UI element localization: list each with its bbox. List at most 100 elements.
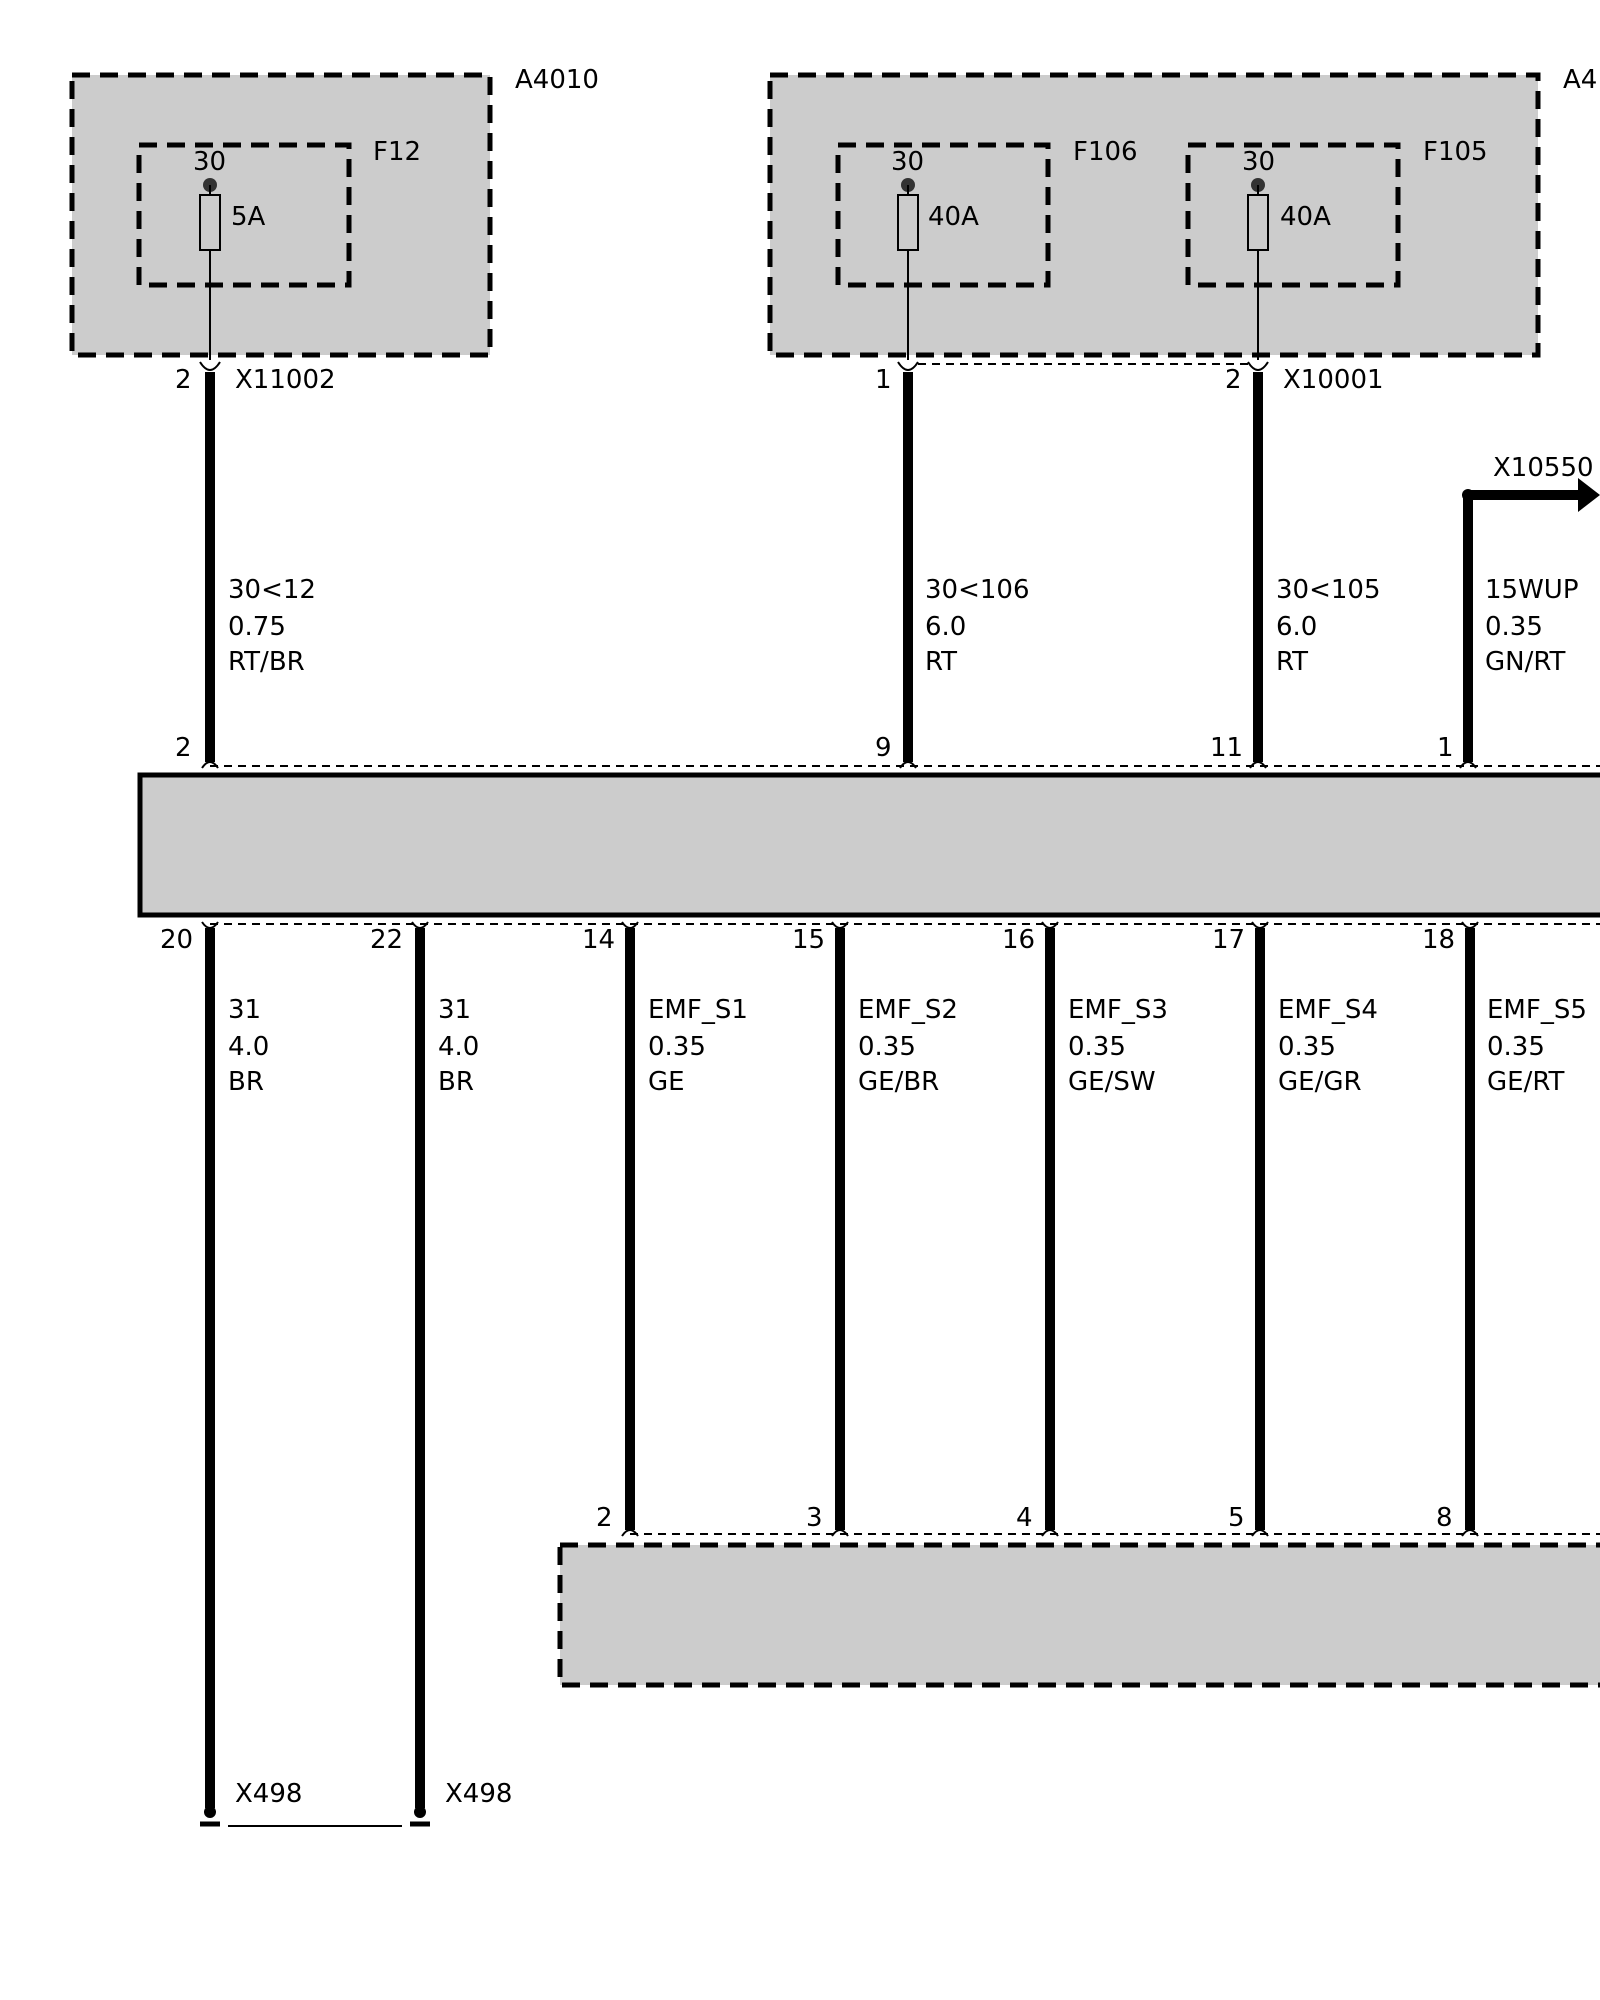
wire-gauge: 0.35 xyxy=(1487,1032,1545,1062)
connector-x11002-symbol xyxy=(199,361,221,371)
fuse-f12-icon xyxy=(199,194,221,251)
ground-x498-b: X498 xyxy=(410,1779,512,1827)
bottom-pin: 3 xyxy=(806,1503,823,1533)
module-a4-right: A4 F106 30 40A F105 30 40A xyxy=(767,65,1597,360)
connector-x10001-label: X10001 xyxy=(1283,365,1384,395)
fuse-f105-icon xyxy=(1247,194,1269,251)
fuse-f105-box xyxy=(1185,142,1401,288)
wire-color: GE/BR xyxy=(858,1067,939,1097)
connector-x10550-label: X10550 xyxy=(1493,453,1594,483)
lower-module xyxy=(557,1529,1600,1688)
wire-signal: 30<12 xyxy=(228,575,316,605)
connector-x10001: 1 2 X10001 xyxy=(875,361,1384,395)
wire-gauge: 0.35 xyxy=(858,1032,916,1062)
wire-color: GE/RT xyxy=(1487,1067,1565,1097)
connector-x10001-symbol-left xyxy=(897,361,919,371)
ground-dot xyxy=(204,1806,216,1818)
wire-signal: EMF_S4 xyxy=(1278,995,1378,1025)
module-pin: 22 xyxy=(370,925,403,955)
fuse-f12-terminal: 30 xyxy=(193,147,226,177)
fuse-f106-box xyxy=(835,142,1051,288)
bottom-pin: 4 xyxy=(1016,1503,1033,1533)
upper-wire-15wup: 15WUP 0.35 GN/RT 1 xyxy=(1437,495,1579,763)
wire-signal: 30<105 xyxy=(1276,575,1381,605)
ground-x498-b-label: X498 xyxy=(445,1779,512,1809)
connector-x10001-symbol-right xyxy=(1247,361,1269,371)
central-module-box xyxy=(137,772,1600,918)
fuse-f12-box xyxy=(136,142,352,288)
pin-symbol xyxy=(1249,761,1267,769)
fuse-f105-name: F105 xyxy=(1423,137,1488,167)
module-a4010: A4010 F12 30 5A xyxy=(69,65,599,360)
wire-gauge: 0.75 xyxy=(228,612,286,642)
lower-wire-31-a: 20 31 4.0 BR xyxy=(160,921,269,1808)
wire-gauge: 6.0 xyxy=(1276,612,1317,642)
module-pin: 15 xyxy=(792,925,825,955)
lower-wire-emf-s2: 15 EMF_S2 0.35 GE/BR 3 xyxy=(792,921,958,1533)
wire-gauge: 4.0 xyxy=(228,1032,269,1062)
wire-color: GN/RT xyxy=(1485,647,1566,677)
wire-signal: EMF_S3 xyxy=(1068,995,1168,1025)
wire-color: GE xyxy=(648,1067,685,1097)
wire-signal: 15WUP xyxy=(1485,575,1579,605)
bottom-pin: 2 xyxy=(596,1503,613,1533)
wire-signal: EMF_S2 xyxy=(858,995,958,1025)
pin-symbol xyxy=(1459,761,1477,769)
connector-x10001-pin-left: 1 xyxy=(875,365,892,395)
module-pin: 20 xyxy=(160,925,193,955)
connector-x11002: 2 X11002 xyxy=(175,361,336,395)
connector-x10001-pin-right: 2 xyxy=(1225,365,1242,395)
lower-wire-emf-s3: 16 EMF_S3 0.35 GE/SW 4 xyxy=(1002,921,1168,1533)
pin-symbol xyxy=(899,761,917,769)
ground-dot xyxy=(414,1806,426,1818)
wire-signal: EMF_S5 xyxy=(1487,995,1587,1025)
upper-wire-30-106: 30<106 6.0 RT 9 xyxy=(875,372,1030,763)
module-a4010-label: A4010 xyxy=(515,65,599,95)
wire-gauge: 0.35 xyxy=(1485,612,1543,642)
ground-x498-a-label: X498 xyxy=(235,1779,302,1809)
module-pin: 18 xyxy=(1422,925,1455,955)
wire-color: GE/SW xyxy=(1068,1067,1156,1097)
arrow-right-icon xyxy=(1578,478,1600,512)
module-pin: 11 xyxy=(1210,733,1243,763)
lower-wire-31-b: 22 31 4.0 BR xyxy=(370,921,479,1808)
wire-signal: 31 xyxy=(228,995,261,1025)
wire-gauge: 6.0 xyxy=(925,612,966,642)
pin-symbol xyxy=(201,761,219,769)
pin-symbol xyxy=(831,1529,849,1537)
pin-symbol xyxy=(621,1529,639,1537)
lower-wire-emf-s4: 17 EMF_S4 0.35 GE/GR 5 xyxy=(1212,921,1378,1533)
fuse-f105-terminal: 30 xyxy=(1242,147,1275,177)
fuse-f106-terminal: 30 xyxy=(891,147,924,177)
pin-symbol xyxy=(1251,1529,1269,1537)
wire-gauge: 0.35 xyxy=(1068,1032,1126,1062)
wire-color: BR xyxy=(228,1067,264,1097)
module-a4010-box xyxy=(69,72,493,358)
pin-symbol xyxy=(1461,1529,1479,1537)
fuse-f106-icon xyxy=(897,194,919,251)
fuse-f105-rating: 40A xyxy=(1280,202,1331,232)
wire-gauge: 0.35 xyxy=(1278,1032,1336,1062)
central-control-module xyxy=(137,761,1600,925)
module-pin: 9 xyxy=(875,733,892,763)
wire-signal: EMF_S1 xyxy=(648,995,748,1025)
wire-color: RT xyxy=(1276,647,1308,677)
lower-module-box xyxy=(557,1542,1600,1688)
module-pin: 17 xyxy=(1212,925,1245,955)
connector-x11002-label: X11002 xyxy=(235,365,336,395)
wire-gauge: 0.35 xyxy=(648,1032,706,1062)
module-pin: 1 xyxy=(1437,733,1454,763)
module-pin: 16 xyxy=(1002,925,1035,955)
fuse-f105: F105 30 40A xyxy=(1185,137,1488,360)
wire-gauge: 4.0 xyxy=(438,1032,479,1062)
module-pin: 2 xyxy=(175,733,192,763)
wire-color: RT xyxy=(925,647,957,677)
ground-x498-a: X498 xyxy=(200,1779,302,1827)
connector-x10550: X10550 xyxy=(1462,453,1600,512)
bottom-pin: 5 xyxy=(1228,1503,1245,1533)
bottom-pin: 8 xyxy=(1436,1503,1453,1533)
wire-color: BR xyxy=(438,1067,474,1097)
upper-wire-30-105: 30<105 6.0 RT 11 xyxy=(1210,372,1381,763)
fuse-f106: F106 30 40A xyxy=(835,137,1138,360)
module-pin: 14 xyxy=(582,925,615,955)
